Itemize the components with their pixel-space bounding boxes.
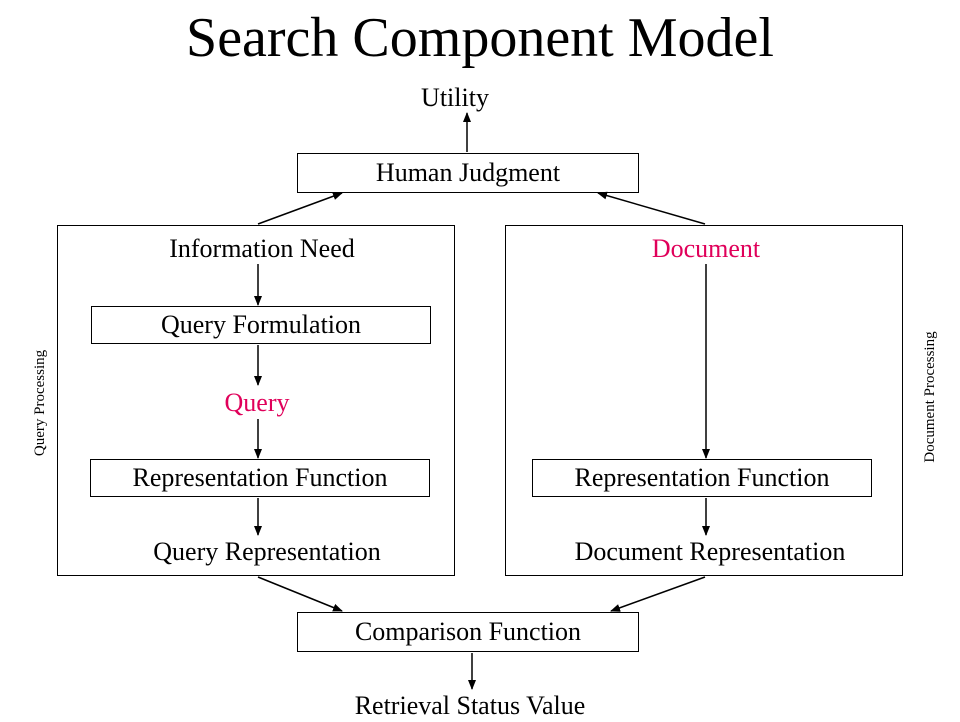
- retrieval-status-value-label: Retrieval Status Value: [354, 691, 586, 720]
- information-need-label: Information Need: [169, 234, 355, 263]
- arrow-document-panel-to-judgment: [597, 191, 706, 225]
- document-representation-label: Document Representation: [574, 537, 846, 566]
- page-title: Search Component Model: [186, 7, 774, 69]
- arrow-document-panel-to-comparison: [610, 576, 706, 612]
- comparison-function-box: Comparison Function: [297, 612, 639, 652]
- document-label: Document: [651, 234, 761, 263]
- document-processing-panel: [505, 225, 903, 576]
- utility-label: Utility: [421, 83, 489, 112]
- query-processing-panel: [57, 225, 455, 576]
- query-formulation-box: Query Formulation: [91, 306, 431, 344]
- arrow-query-panel-to-comparison: [257, 576, 343, 612]
- query-representation-label: Query Representation: [153, 537, 381, 566]
- document-representation-function-box: Representation Function: [532, 459, 872, 497]
- query-label: Query: [224, 388, 290, 417]
- human-judgment-box: Human Judgment: [297, 153, 639, 193]
- arrow-query-panel-to-judgment: [257, 192, 343, 225]
- query-representation-function-box: Representation Function: [90, 459, 430, 497]
